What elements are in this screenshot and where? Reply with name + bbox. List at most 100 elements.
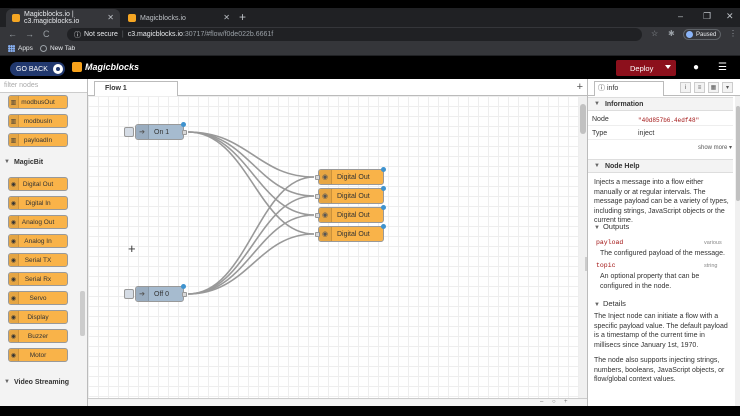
information-section-header[interactable]: ▼ Information bbox=[588, 97, 733, 111]
inject-trigger-button[interactable] bbox=[124, 289, 134, 299]
zoom-in-button[interactable]: + bbox=[564, 399, 568, 405]
wire[interactable] bbox=[187, 131, 315, 178]
input-port[interactable] bbox=[315, 232, 320, 237]
globe-icon bbox=[40, 45, 47, 52]
palette-node[interactable]: ◉Digital Out bbox=[8, 177, 68, 191]
node-icon: ◉ bbox=[9, 178, 19, 190]
avatar bbox=[686, 31, 693, 38]
output-port[interactable] bbox=[182, 130, 187, 135]
kebab-menu-icon[interactable]: ⋮ bbox=[729, 29, 737, 38]
dashboard-tab-icon[interactable]: ▦ bbox=[708, 82, 719, 93]
palette-node[interactable]: ◉Serial Rx bbox=[8, 272, 68, 286]
browser-tab[interactable]: Magicblocks.io ✕ bbox=[122, 9, 236, 27]
input-port[interactable] bbox=[315, 213, 320, 218]
digital-out-node[interactable]: ◉ Digital Out bbox=[315, 224, 386, 242]
digital-out-node[interactable]: ◉ Digital Out bbox=[315, 186, 386, 204]
menu-icon[interactable]: ☰ bbox=[718, 62, 727, 73]
filter-nodes-input[interactable]: filter nodes bbox=[0, 79, 87, 93]
property-value: inject bbox=[638, 130, 655, 137]
go-back-button[interactable]: GO BACK bbox=[10, 62, 65, 76]
category-header-magicbit[interactable]: ▼ MagicBit bbox=[0, 155, 80, 169]
bookmark-apps[interactable]: Apps bbox=[8, 45, 33, 52]
palette-node[interactable]: ◉Analog In bbox=[8, 234, 68, 248]
url-input[interactable]: ⓘ Not secure | c3.magicblocks.io :30717/… bbox=[67, 28, 642, 41]
user-icon[interactable]: ● bbox=[693, 62, 700, 73]
profile-button[interactable]: Paused bbox=[683, 29, 721, 40]
input-port[interactable] bbox=[315, 175, 320, 180]
deploy-button[interactable]: Deploy bbox=[616, 60, 676, 76]
maximize-button[interactable]: ❐ bbox=[703, 11, 712, 21]
tab-flow-1[interactable]: Flow 1 bbox=[94, 81, 178, 96]
reload-icon[interactable]: C bbox=[43, 29, 50, 39]
property-row-type: Type inject bbox=[588, 127, 733, 140]
changed-indicator bbox=[381, 224, 386, 229]
add-flow-button[interactable]: + bbox=[576, 81, 583, 93]
close-tab-icon[interactable]: ✕ bbox=[223, 13, 230, 22]
info-tab-icon[interactable]: i bbox=[680, 82, 691, 93]
scrollbar-thumb[interactable] bbox=[580, 104, 586, 134]
chevron-down-icon: ▼ bbox=[594, 101, 600, 107]
inject-trigger-button[interactable] bbox=[124, 127, 134, 137]
back-icon[interactable]: ← bbox=[8, 29, 17, 39]
minimize-button[interactable]: – bbox=[678, 11, 684, 21]
palette-node[interactable]: ◉Digital In bbox=[8, 196, 68, 210]
palette-node[interactable]: ▥ modbusOut bbox=[8, 95, 68, 109]
node-label: Digital Out bbox=[337, 173, 370, 181]
sidebar-scrollbar[interactable] bbox=[735, 96, 740, 406]
show-more-link[interactable]: show more ▾ bbox=[698, 145, 733, 151]
bookmark-label: Apps bbox=[18, 45, 33, 52]
deploy-dropdown-icon[interactable] bbox=[665, 65, 671, 69]
workspace-scrollbar[interactable] bbox=[579, 96, 587, 398]
wire[interactable] bbox=[187, 195, 315, 295]
inject-node-off[interactable]: ➔ Off 0 bbox=[135, 284, 187, 302]
palette-node[interactable]: ◉Motor bbox=[8, 348, 68, 362]
browser-tab-active[interactable]: Magicblocks.io | c3.magicblocks.io ✕ bbox=[6, 9, 120, 27]
wire[interactable] bbox=[187, 233, 315, 295]
sidebar-resize-handle[interactable] bbox=[585, 257, 587, 271]
sidebar-menu-icon[interactable]: ▾ bbox=[722, 82, 733, 93]
node-icon: ◉ bbox=[9, 273, 19, 285]
new-tab-button[interactable]: + bbox=[239, 10, 247, 24]
debug-tab-icon[interactable]: ≡ bbox=[694, 82, 705, 93]
palette-node[interactable]: ◉Buzzer bbox=[8, 329, 68, 343]
palette-node[interactable]: ◉Display bbox=[8, 310, 68, 324]
digital-out-node[interactable]: ◉ Digital Out bbox=[315, 205, 386, 223]
palette-node-label: Analog Out bbox=[21, 218, 55, 226]
star-icon[interactable]: ☆ bbox=[651, 29, 659, 38]
apps-grid-icon bbox=[8, 45, 15, 52]
tab-info[interactable]: ⓘ info bbox=[594, 81, 664, 96]
flow-canvas[interactable]: ➔ On 1 ➔ Off 0 ◉ Digital Out bbox=[88, 96, 579, 398]
chevron-down-icon: ▼ bbox=[4, 379, 10, 385]
wire[interactable] bbox=[187, 176, 315, 295]
category-header-video-streaming[interactable]: ▼ Video Streaming bbox=[0, 375, 80, 389]
workspace-tabs: Flow 1 + bbox=[88, 79, 587, 96]
favicon-icon bbox=[12, 14, 20, 22]
palette-node[interactable]: ◉Serial TX bbox=[8, 253, 68, 267]
palette-node[interactable]: ▥ payloadIn bbox=[8, 133, 68, 147]
wire[interactable] bbox=[187, 131, 315, 235]
palette-scrollbar[interactable] bbox=[80, 291, 85, 336]
node-help-section-header[interactable]: ▼ Node Help bbox=[588, 159, 733, 173]
zoom-reset-button[interactable]: ○ bbox=[552, 399, 556, 405]
scrollbar-thumb[interactable] bbox=[736, 106, 740, 201]
digital-out-node[interactable]: ◉ Digital Out bbox=[315, 167, 386, 185]
address-bar-row: ← → C ⓘ Not secure | c3.magicblocks.io :… bbox=[0, 27, 740, 42]
wire[interactable] bbox=[187, 131, 315, 197]
output-port[interactable] bbox=[182, 292, 187, 297]
wire[interactable] bbox=[187, 131, 315, 216]
palette-node[interactable]: ▥ modbusIn bbox=[8, 114, 68, 128]
close-window-button[interactable]: ✕ bbox=[726, 11, 734, 21]
wire[interactable] bbox=[187, 214, 315, 295]
extensions-icon[interactable]: ✱ bbox=[668, 29, 675, 38]
chip-icon: ◉ bbox=[319, 189, 332, 203]
bookmark-new-tab[interactable]: New Tab bbox=[40, 45, 75, 52]
inject-node-on[interactable]: ➔ On 1 bbox=[135, 122, 187, 140]
zoom-out-button[interactable]: – bbox=[540, 399, 544, 405]
forward-icon[interactable]: → bbox=[25, 29, 34, 39]
close-tab-icon[interactable]: ✕ bbox=[107, 13, 114, 22]
info-icon[interactable]: ⓘ bbox=[74, 31, 81, 39]
input-port[interactable] bbox=[315, 194, 320, 199]
palette-node[interactable]: ◉Analog Out bbox=[8, 215, 68, 229]
palette-node[interactable]: ◉Servo bbox=[8, 291, 68, 305]
